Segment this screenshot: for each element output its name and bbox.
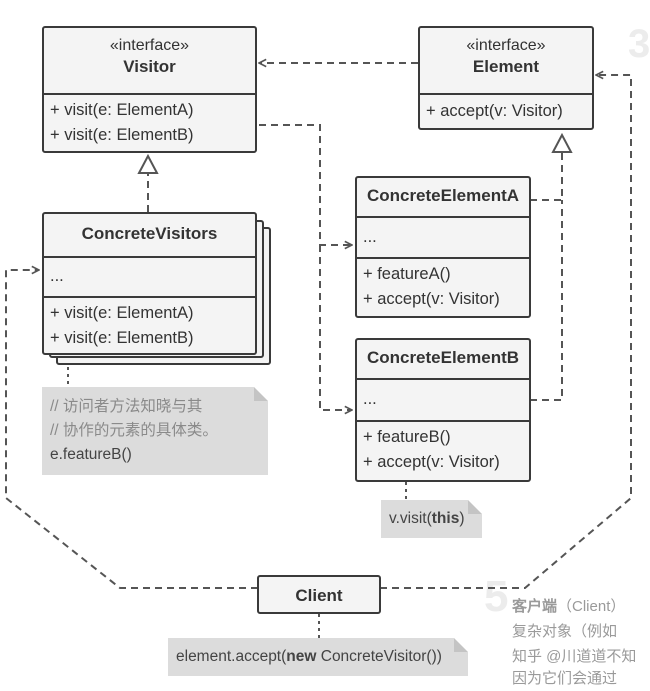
client-name: Client [295, 586, 343, 605]
concrete-visitors-method-1: + visit(e: ElementA) [50, 304, 194, 322]
visitor-method-1: + visit(e: ElementA) [50, 101, 194, 119]
concrete-element-a-header: ConcreteElementA [357, 178, 529, 216]
client-box[interactable]: Client [257, 575, 381, 614]
client-to-element-arrow [380, 75, 632, 589]
element-method-1: + accept(v: Visitor) [426, 102, 563, 120]
element-b-note-code: v.visit(this) [389, 507, 482, 531]
visitor-to-element-b-arrow [319, 245, 352, 410]
element-b-realization [530, 200, 563, 401]
client-note-code: element.accept(new ConcreteVisitor()) [176, 645, 468, 669]
background-text-2: 复杂对象（例如 [512, 623, 618, 640]
visitor-methods: + visit(e: ElementA) + visit(e: ElementB… [44, 93, 255, 148]
visitor-note-fold [254, 387, 268, 401]
element-header: «interface» Element [420, 28, 592, 93]
concrete-element-b-method-1: + featureB() [363, 428, 451, 446]
element-realization-head [551, 132, 573, 153]
client-note-fold [454, 638, 468, 652]
concrete-element-a-method-1: + featureA() [363, 265, 451, 283]
concrete-visitors-field: ... [50, 267, 64, 285]
client-header: Client [259, 577, 379, 607]
element-b-note-prefix: v.visit( [389, 510, 432, 527]
element-stereotype: «interface» [466, 37, 546, 54]
element-b-note-keyword: this [431, 510, 460, 527]
visitor-realization-head [137, 153, 159, 174]
visitor-note-code: e.featureB() [50, 446, 132, 463]
concrete-element-b-field: ... [363, 390, 377, 408]
concrete-element-a-field: ... [363, 228, 377, 246]
element-interface-box[interactable]: «interface» Element + accept(v: Visitor) [418, 26, 594, 130]
visitor-interface-box[interactable]: «interface» Visitor + visit(e: ElementA)… [42, 26, 257, 153]
background-text-1-rest: （Client） [557, 598, 626, 615]
concrete-element-a-fields: ... [357, 216, 529, 257]
concrete-element-b-fields: ... [357, 378, 529, 420]
visitor-note-comment-2: // 协作的元素的具体类。 [50, 422, 218, 439]
concrete-element-a-methods: + featureA() + accept(v: Visitor) [357, 257, 529, 312]
visitor-stereotype: «interface» [109, 37, 190, 54]
concrete-element-a-box[interactable]: ConcreteElementA ... + featureA() + acce… [355, 176, 531, 318]
background-text-1: 客户端（Client） [512, 594, 625, 619]
element-b-note-suffix: ) [459, 510, 465, 527]
concrete-element-b-methods: + featureB() + accept(v: Visitor) [357, 420, 529, 475]
connectors [5, 0, 632, 638]
element-a-realization [530, 152, 563, 201]
concrete-visitors-fields: ... [44, 256, 255, 296]
element-methods: + accept(v: Visitor) [420, 93, 592, 124]
visitor-to-element-a-arrow [259, 124, 352, 245]
concrete-element-b-name: ConcreteElementB [366, 348, 520, 367]
element-name: Element [472, 57, 540, 76]
concrete-visitors-header: ConcreteVisitors [44, 214, 255, 256]
concrete-visitors-method-2: + visit(e: ElementB) [50, 329, 194, 347]
concrete-element-a-name: ConcreteElementA [366, 186, 520, 205]
visitor-name: Visitor [123, 57, 176, 76]
concrete-visitors-box[interactable]: ConcreteVisitors ... + visit(e: ElementA… [42, 212, 257, 355]
client-note: element.accept(new ConcreteVisitor()) [168, 638, 468, 676]
client-note-keyword: new [286, 648, 317, 665]
client-note-suffix: ConcreteVisitor()) [316, 648, 442, 665]
background-text-4: 因为它们会通过 [512, 670, 618, 687]
visitor-note: // 访问者方法知晓与其 // 协作的元素的具体类。 e.featureB() [42, 387, 268, 475]
client-to-visitors-arrow [5, 270, 258, 589]
client-note-prefix: element.accept( [176, 648, 287, 665]
visitor-note-comment-1: // 访问者方法知晓与其 [50, 398, 203, 415]
visitor-method-2: + visit(e: ElementB) [50, 126, 194, 144]
concrete-element-b-method-2: + accept(v: Visitor) [363, 453, 500, 471]
concrete-element-a-method-2: + accept(v: Visitor) [363, 290, 500, 308]
concrete-visitors-methods: + visit(e: ElementA) + visit(e: ElementB… [44, 296, 255, 351]
element-b-note-fold [468, 500, 482, 514]
background-text-3: 知乎 @川道道不知 [512, 648, 637, 665]
concrete-visitors-name: ConcreteVisitors [81, 224, 218, 243]
visitor-header: «interface» Visitor [44, 28, 255, 93]
concrete-element-b-box[interactable]: ConcreteElementB ... + featureB() + acce… [355, 338, 531, 482]
background-text-1-bold: 客户端 [512, 598, 558, 615]
concrete-element-b-header: ConcreteElementB [357, 340, 529, 378]
element-b-note: v.visit(this) [381, 500, 482, 538]
background-step-number-top: 3 [628, 22, 650, 66]
background-step-number: 5 [484, 572, 509, 621]
